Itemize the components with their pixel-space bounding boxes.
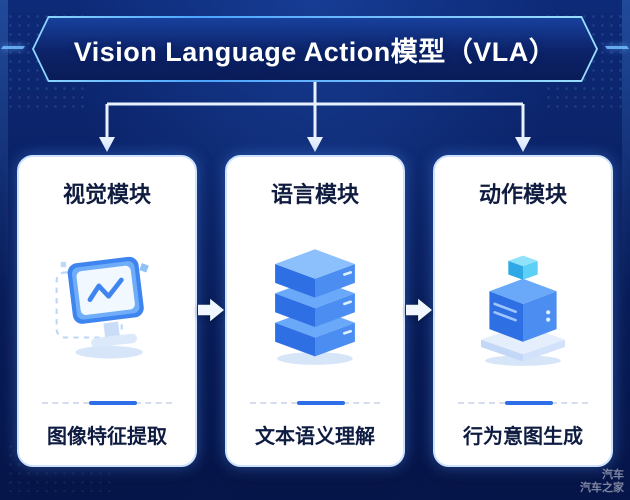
divider — [457, 401, 589, 405]
icon-area — [239, 209, 391, 402]
flow-arrow-language-to-action — [406, 298, 432, 322]
server-cube-icon — [481, 255, 565, 366]
card-vision-module: 视觉模块 图像特征提取 — [17, 155, 197, 467]
header-border: Vision Language Action模型（VLA） — [32, 16, 598, 82]
divider — [249, 401, 381, 405]
icon-area — [31, 209, 183, 402]
module-cards-row: 视觉模块 图像特征提取 — [17, 155, 613, 467]
icon-area — [447, 209, 599, 402]
edge-glow-left — [0, 0, 8, 500]
header-inner: Vision Language Action模型（VLA） — [34, 18, 596, 80]
card-action-module: 动作模块 — [433, 155, 613, 467]
header-accent-left — [0, 46, 26, 49]
watermark: 汽车 汽车之家 — [580, 469, 624, 497]
card-language-module: 语言模块 — [225, 155, 405, 467]
card-title: 语言模块 — [270, 182, 359, 207]
divider-accent — [88, 401, 137, 405]
card-label: 行为意图生成 — [463, 426, 583, 448]
monitor-icon — [55, 256, 149, 358]
card-title: 视觉模块 — [62, 182, 151, 207]
divider-accent — [504, 401, 553, 405]
branch-connector-arrows — [99, 82, 531, 152]
flow-arrow-vision-to-language — [198, 298, 224, 322]
card-label: 文本语义理解 — [255, 426, 375, 448]
watermark-line2: 汽车之家 — [580, 482, 624, 495]
card-title: 动作模块 — [478, 182, 567, 207]
divider-accent — [296, 401, 345, 405]
watermark-line1: 汽车 — [602, 468, 624, 481]
header-banner: Vision Language Action模型（VLA） — [0, 16, 630, 82]
header-accent-right — [604, 46, 630, 49]
card-label: 图像特征提取 — [47, 426, 167, 448]
server-stack-icon — [275, 248, 355, 365]
page-title: Vision Language Action模型（VLA） — [73, 36, 557, 67]
divider — [41, 401, 173, 405]
edge-glow-right — [622, 0, 630, 500]
